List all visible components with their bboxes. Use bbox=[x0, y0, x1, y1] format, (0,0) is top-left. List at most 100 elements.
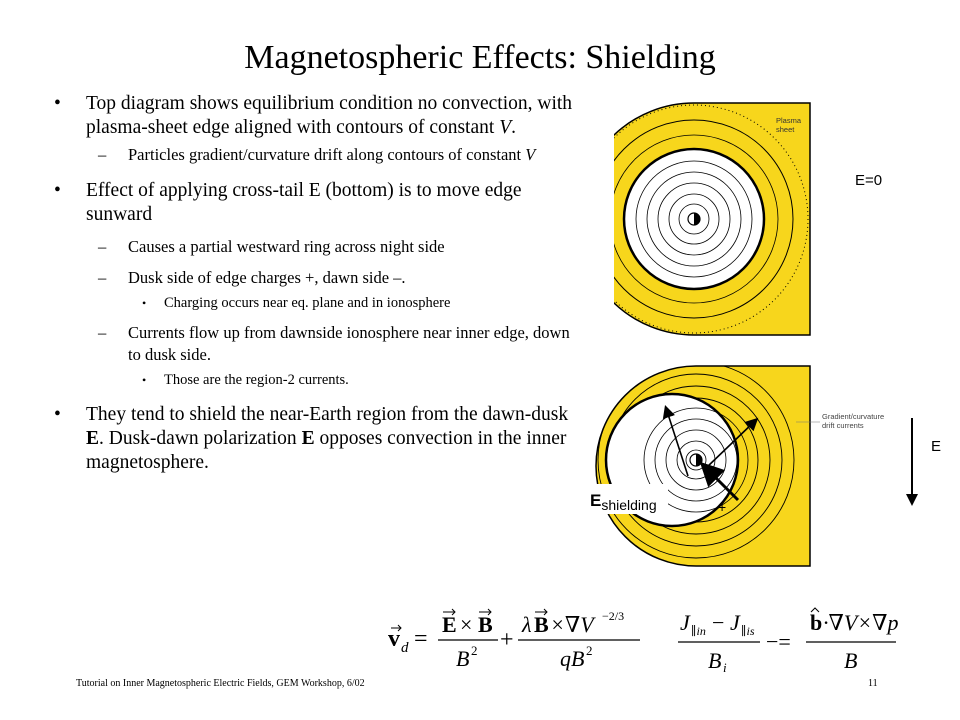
eq2-minus: − bbox=[712, 610, 724, 635]
eq1-denominator-b: B bbox=[456, 646, 469, 671]
label-drift-currents-line2: drift currents bbox=[822, 421, 864, 430]
eq1-e: E bbox=[442, 612, 457, 637]
label-plasma-sheet-line1: Plasma bbox=[776, 116, 802, 125]
bullet-bold-e: E bbox=[301, 428, 315, 449]
potential-contour bbox=[678, 203, 710, 235]
bullet-list: • Top diagram shows equilibrium conditio… bbox=[46, 92, 586, 475]
sub-bullet-text: Dusk side of edge charges +, dawn side –… bbox=[128, 268, 406, 287]
vector-arrow-icon bbox=[443, 608, 456, 616]
bullet-text-end: . bbox=[511, 117, 516, 138]
equation-drift-velocity: v d = E × B B 2 + λ B ×∇V −2/3 qB 2 bbox=[384, 604, 646, 676]
potential-contour bbox=[643, 407, 749, 513]
eq2-denominator-subscript: i bbox=[723, 660, 727, 675]
eq1-velocity-subscript: d bbox=[401, 640, 409, 656]
eq1-lambda: λ bbox=[521, 612, 532, 637]
eq1-denominator-qb: qB bbox=[560, 646, 584, 671]
potential-contour bbox=[657, 182, 731, 256]
equation-drift-velocity-svg: v d = E × B B 2 + λ B ×∇V −2/3 qB 2 bbox=[388, 608, 640, 671]
bullet-text: Effect of applying cross-tail E (bottom)… bbox=[86, 180, 522, 225]
label-e-shielding-main: E bbox=[590, 491, 601, 510]
eq1-b2: B bbox=[534, 612, 549, 637]
label-plasma-sheet-line2: sheet bbox=[776, 125, 795, 134]
eq1-equals: = bbox=[414, 626, 428, 652]
equation-current-continuity: J ∥in − J ∥is B i −= b ·∇V×∇p B bbox=[674, 604, 900, 676]
bullet-item: • They tend to shield the near-Earth reg… bbox=[46, 403, 586, 475]
equation-current-continuity-svg: J ∥in − J ∥is B i −= b ·∇V×∇p B bbox=[678, 607, 899, 675]
sub-bullet-marker: – bbox=[98, 237, 107, 256]
eq1-gradient-v: ×∇V bbox=[550, 612, 596, 637]
eq1-b: B bbox=[478, 612, 493, 637]
earth-icon bbox=[689, 453, 703, 467]
bullet-marker: • bbox=[54, 180, 61, 201]
shielding-field-arrow bbox=[705, 417, 759, 469]
diagram-equilibrium: Plasma sheet E=0 bbox=[614, 101, 944, 339]
sub-bullet-marker: – bbox=[98, 268, 107, 287]
sub-sub-bullet-item: • Charging occurs near eq. plane and in … bbox=[46, 293, 586, 313]
earth-icon bbox=[687, 212, 701, 226]
bullet-item: • Top diagram shows equilibrium conditio… bbox=[46, 92, 586, 140]
bullet-marker: • bbox=[54, 93, 61, 114]
eq2-j-is-subscript: ∥is bbox=[741, 624, 755, 638]
slide-number: 11 bbox=[868, 678, 878, 689]
vector-arrow-icon bbox=[479, 608, 492, 616]
eq2-j-in: J bbox=[680, 610, 691, 635]
label-drift-currents-line1: Gradient/curvature bbox=[822, 412, 884, 421]
potential-contour bbox=[654, 418, 738, 502]
eq1-plus: + bbox=[500, 627, 514, 653]
sub-sub-bullet-marker: • bbox=[142, 296, 147, 310]
potential-contour bbox=[646, 171, 742, 267]
label-e-shielding-subscript: shielding bbox=[601, 497, 656, 513]
sub-bullet-item: – Currents flow up from dawnside ionosph… bbox=[46, 322, 586, 366]
drift-contour bbox=[614, 119, 794, 319]
diagram-shielding: Gradient/curvature drift currents E Eshi… bbox=[588, 364, 948, 574]
sub-bullet-text: Currents flow up from dawnside ionospher… bbox=[128, 323, 570, 364]
sub-bullet-marker: – bbox=[98, 145, 107, 164]
eq1-denominator2-exponent: 2 bbox=[586, 643, 593, 658]
drift-contour bbox=[614, 134, 779, 304]
slide-title: Magnetospheric Effects: Shielding bbox=[244, 39, 716, 76]
bullet-bold-e: E bbox=[86, 428, 100, 449]
drift-contour bbox=[614, 104, 809, 334]
eq2-rhs-numerator: ·∇V×∇p bbox=[823, 610, 899, 635]
eq1-denominator-exponent: 2 bbox=[471, 643, 478, 658]
diagram-equilibrium-svg: Plasma sheet E=0 bbox=[614, 102, 882, 336]
label-e-zero: E=0 bbox=[855, 172, 882, 189]
bullet-text: They tend to shield the near-Earth regio… bbox=[86, 404, 569, 425]
eq2-rhs-denominator: B bbox=[844, 648, 857, 673]
sub-sub-bullet-item: • Those are the region-2 currents. bbox=[46, 370, 586, 390]
e-field-arrow-head bbox=[906, 494, 918, 506]
sub-bullet-variable: V bbox=[525, 145, 536, 164]
sub-sub-bullet-text: Those are the region-2 currents. bbox=[164, 372, 349, 388]
sub-bullet-text: Particles gradient/curvature drift along… bbox=[128, 145, 526, 164]
potential-contour bbox=[665, 429, 727, 491]
eq2-denominator-b: B bbox=[708, 648, 721, 673]
eq1-times: × bbox=[460, 612, 472, 637]
eq2-equals: −= bbox=[766, 629, 791, 654]
sub-bullet-text: Causes a partial westward ring across ni… bbox=[128, 237, 445, 256]
drift-contour bbox=[597, 366, 795, 559]
bullet-text: opposes convection in the inner magnetos… bbox=[86, 428, 567, 473]
eq2-j-is: J bbox=[730, 610, 741, 635]
sub-bullet-item: – Particles gradient/curvature drift alo… bbox=[46, 144, 586, 166]
sub-sub-bullet-text: Charging occurs near eq. plane and in io… bbox=[164, 295, 451, 311]
vector-arrow-icon bbox=[535, 608, 548, 616]
vector-arrow-icon bbox=[391, 624, 402, 632]
label-plus: + bbox=[718, 499, 726, 515]
diagram-shielding-svg: Gradient/curvature drift currents E Eshi… bbox=[588, 365, 941, 567]
shielding-field-arrow bbox=[699, 461, 740, 502]
bullet-item: • Effect of applying cross-tail E (botto… bbox=[46, 179, 586, 227]
shielding-label-background bbox=[588, 484, 668, 514]
bullet-marker: • bbox=[54, 404, 61, 425]
bullet-variable: V bbox=[499, 117, 512, 138]
sub-sub-bullet-marker: • bbox=[142, 373, 147, 387]
potential-contour bbox=[668, 193, 720, 245]
bullet-text: . Dusk-dawn polarization bbox=[99, 428, 302, 449]
bullet-text: Top diagram shows equilibrium condition … bbox=[86, 93, 573, 138]
eq2-b-hat: b bbox=[810, 610, 822, 635]
eq2-j-in-subscript: ∥in bbox=[691, 624, 706, 638]
unit-vector-hat-icon bbox=[810, 607, 820, 613]
footer-citation: Tutorial on Inner Magnetospheric Electri… bbox=[76, 678, 365, 689]
label-e-field: E bbox=[931, 438, 941, 455]
sub-bullet-marker: – bbox=[98, 323, 107, 342]
shielding-field-arrow bbox=[662, 404, 689, 477]
